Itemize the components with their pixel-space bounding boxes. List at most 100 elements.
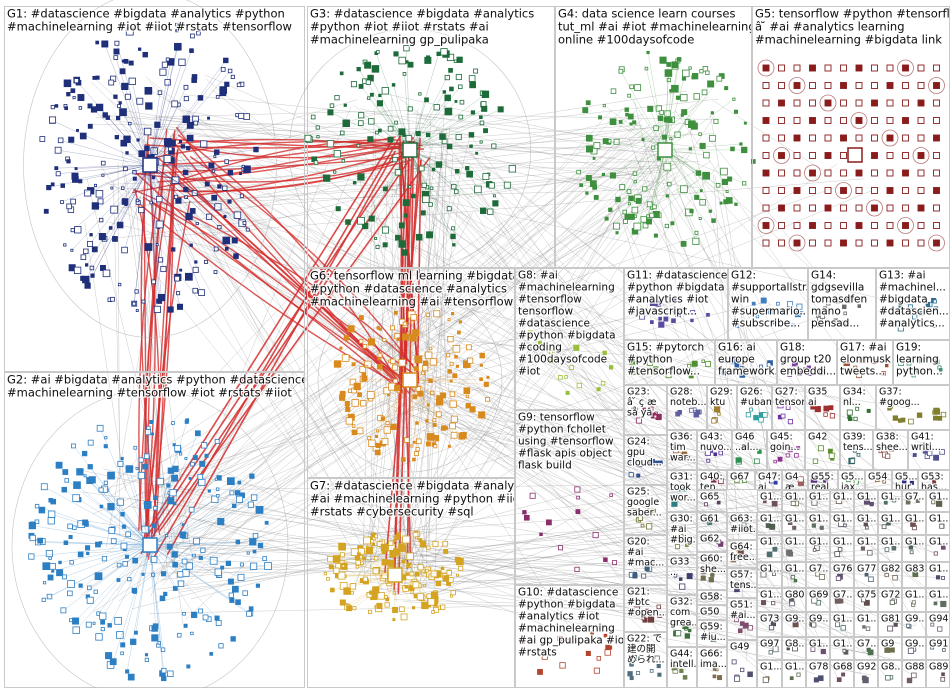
vertex <box>913 453 916 456</box>
vertex <box>74 267 81 274</box>
vertex <box>634 181 636 183</box>
vertex <box>75 168 77 170</box>
vertex <box>102 41 108 47</box>
vertex <box>440 393 445 398</box>
vertex <box>366 366 368 368</box>
vertex <box>61 608 66 613</box>
vertex <box>116 116 119 119</box>
group-label-Gs44: G1... <box>833 614 855 625</box>
vertex <box>633 574 637 578</box>
vertex <box>191 612 196 617</box>
vertex <box>35 504 39 508</box>
group-label-Gs39: G1... <box>905 590 927 601</box>
vertex <box>223 186 227 190</box>
vertex <box>493 201 498 206</box>
vertex <box>903 188 909 194</box>
vertex <box>334 151 340 157</box>
vertex <box>375 435 377 437</box>
vertex <box>369 216 374 221</box>
vertex <box>634 223 641 230</box>
vertex <box>190 244 193 247</box>
vertex <box>99 488 103 492</box>
group-label-Gs50: G8... <box>785 639 807 650</box>
vertex <box>109 227 112 230</box>
vertex <box>779 170 785 176</box>
vertex <box>903 65 909 71</box>
vertex <box>450 380 452 382</box>
vertex <box>903 153 909 159</box>
vertex <box>645 67 648 70</box>
vertex <box>423 361 427 365</box>
vertex <box>190 49 194 53</box>
vertex <box>732 660 736 664</box>
vertex <box>675 132 680 137</box>
vertex <box>411 445 413 447</box>
vertex <box>480 378 483 381</box>
vertex <box>249 607 253 611</box>
vertex <box>117 579 120 582</box>
vertex <box>357 144 360 147</box>
vertex <box>887 83 893 89</box>
vertex <box>480 208 486 214</box>
vertex <box>391 359 395 363</box>
vertex <box>825 205 831 211</box>
vertex <box>215 616 219 620</box>
vertex <box>247 552 249 554</box>
group-label-wrap: G12:#supportallstr...win#supermario...#s… <box>731 270 815 330</box>
vertex <box>128 674 134 680</box>
vertex <box>29 522 35 528</box>
vertex <box>146 103 152 109</box>
vertex <box>689 148 691 150</box>
vertex <box>346 220 351 225</box>
vertex <box>166 58 169 61</box>
vertex <box>828 449 832 453</box>
vertex <box>774 460 777 463</box>
vertex <box>763 83 769 89</box>
vertex <box>918 65 924 71</box>
vertex <box>794 83 800 89</box>
group-label-Gs26: G1... <box>785 564 807 575</box>
vertex <box>703 66 708 71</box>
vertex <box>423 585 425 587</box>
group-label-Gs33: G1... <box>760 590 782 601</box>
vertex <box>340 600 345 605</box>
vertex <box>96 76 99 79</box>
vertex <box>342 355 349 362</box>
vertex <box>594 668 599 673</box>
vertex <box>111 187 113 189</box>
vertex <box>734 110 737 113</box>
vertex <box>334 361 341 368</box>
vertex <box>79 107 82 110</box>
vertex <box>934 455 939 460</box>
vertex <box>870 502 873 505</box>
vertex <box>150 201 153 204</box>
vertex <box>565 376 568 379</box>
vertex <box>429 203 433 207</box>
vertex <box>120 109 127 116</box>
vertex <box>685 634 690 639</box>
vertex <box>265 521 268 524</box>
vertex <box>377 364 382 369</box>
vertex <box>597 657 601 661</box>
vertex <box>220 87 227 94</box>
vertex <box>810 205 816 211</box>
vertex <box>825 240 831 246</box>
group-label-G45: G45:goin... <box>770 432 800 454</box>
vertex <box>422 602 429 609</box>
group-label-wrap: G92G92 <box>857 662 876 673</box>
vertex <box>850 459 855 464</box>
vertex <box>824 406 829 411</box>
vertex <box>87 478 93 484</box>
vertex <box>934 188 940 194</box>
group-label-wrap: G14:gdgsevillatomasdfenmanopensad...G14:… <box>811 270 867 330</box>
vertex <box>327 140 333 146</box>
vertex <box>386 421 389 424</box>
vertex <box>560 663 565 668</box>
vertex <box>872 135 878 141</box>
group-label-G41: G41:writi... <box>911 432 941 454</box>
vertex <box>414 452 418 456</box>
vertex <box>763 153 769 159</box>
group-label-Gs1: G1... <box>760 492 782 503</box>
vertex <box>583 108 588 113</box>
vertex <box>586 101 590 105</box>
